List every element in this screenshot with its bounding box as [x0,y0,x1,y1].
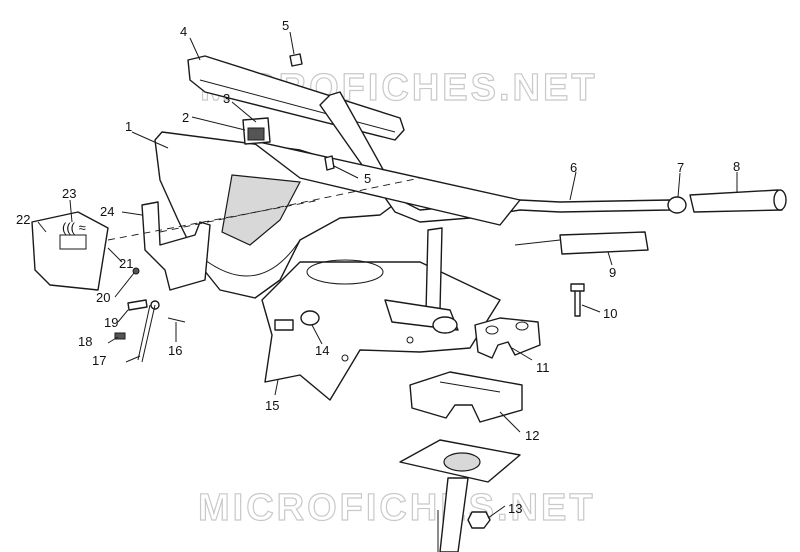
headlight-opening [221,174,301,246]
cable-pin [127,299,148,311]
callout-20: 20 [96,290,110,305]
bracket-screw [132,267,140,275]
lower-clamp [409,371,523,423]
throttle-wire [514,239,561,246]
bushing-spacer [274,319,294,331]
callout-13: 13 [508,501,522,516]
callout-22: 22 [16,212,30,227]
callout-11: 11 [536,360,550,375]
watermark-bottom: MICROFICHES.NET [198,487,596,529]
cable-sleeve [114,332,126,340]
label-plate [31,211,109,291]
bar-end-cap [667,196,687,214]
bolt-top [289,53,303,67]
callout-21: 21 [119,256,133,271]
callout-14: 14 [315,343,329,358]
hand-grip-end [773,189,787,211]
panel-hole [406,336,414,344]
switch-rocker [247,127,265,141]
callout-12: 12 [525,428,539,443]
clamp-hole [485,325,499,335]
shaft-plate-hole [443,452,481,472]
callout-24: 24 [100,204,114,219]
lower-clamp-edge [439,381,501,393]
panel-oval-opening [306,259,384,285]
clamp-bolt-head [570,283,585,292]
callout-17: 17 [92,353,106,368]
bushing [300,310,320,326]
callout-3: 3 [223,91,230,106]
cable-screw [167,317,186,323]
pod-contour [204,239,301,277]
bolt-middle [324,155,335,171]
callout-15: 15 [265,398,279,413]
callout-6: 6 [570,160,577,175]
throttle-grip [559,231,649,255]
steering-shaft [439,477,469,552]
steering-post-end [432,316,458,334]
hand-grip [689,189,783,213]
nut [467,511,491,529]
callout-5-top: 5 [282,18,289,33]
callout-7: 7 [677,160,684,175]
panel-hole [341,354,349,362]
callout-4: 4 [180,24,187,39]
clamp-bolt [574,289,581,317]
callout-5-middle: 5 [364,171,371,186]
upper-clamp [474,317,541,359]
callout-9: 9 [609,265,616,280]
instrument-plate [249,139,521,226]
leader-lines [37,31,738,519]
callout-10: 10 [603,306,617,321]
callout-23: 23 [62,186,76,201]
cable-rod [137,304,151,361]
callout-1: 1 [125,119,132,134]
top-cover-edge [199,79,396,133]
callout-2: 2 [182,110,189,125]
label-plate-text: ((( ≈ [62,220,86,235]
callout-8: 8 [733,159,740,174]
callout-19: 19 [104,315,118,330]
callout-18: 18 [78,334,92,349]
label-plate-window [59,234,87,250]
callout-16: 16 [168,343,182,358]
steering-post [425,227,443,313]
assembly-line [159,177,421,233]
cable-rod [141,304,156,363]
clamp-hole [515,321,529,331]
